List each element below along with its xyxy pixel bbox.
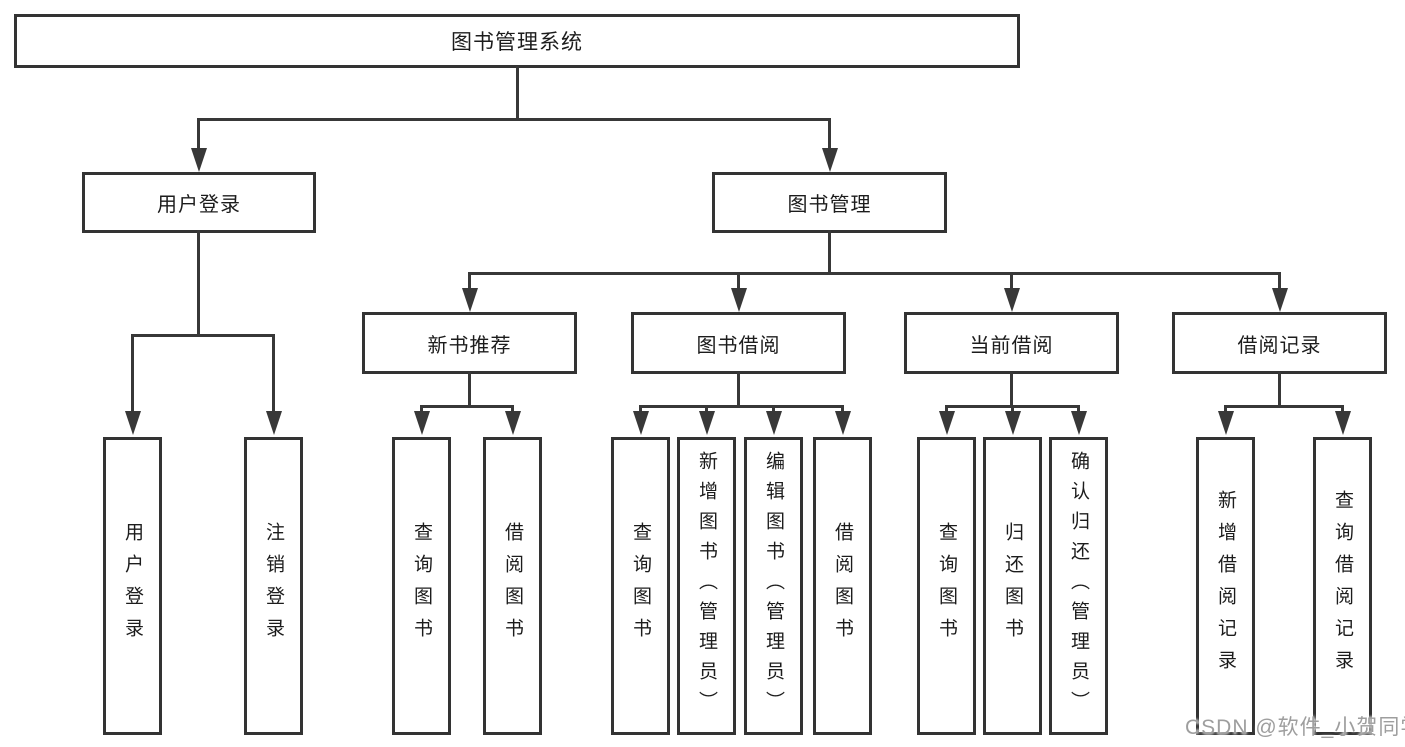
node-label: 借阅图书 xyxy=(502,522,523,650)
node-borrow-records: 借阅记录 xyxy=(1172,312,1387,374)
node-label: 当前借阅 xyxy=(969,334,1054,357)
arrow-down-icon xyxy=(414,411,430,435)
node-label: 编辑图书（管理员） xyxy=(763,451,784,721)
node-book-management-branch: 图书管理 xyxy=(712,172,947,233)
node-label: 用户登录 xyxy=(157,194,241,216)
arrow-down-icon xyxy=(1335,411,1351,435)
arrow-down-icon xyxy=(1005,411,1021,435)
connector-line xyxy=(737,372,740,408)
connector-line xyxy=(1278,372,1281,408)
node-add-books-admin: 新增图书（管理员） xyxy=(677,437,736,735)
node-root-system: 图书管理系统 xyxy=(14,14,1020,68)
connector-line xyxy=(197,118,831,121)
connector-line xyxy=(516,66,519,120)
node-label: 借阅图书 xyxy=(832,522,853,650)
node-label: 确认归还（管理员） xyxy=(1068,451,1089,721)
node-label: 用户登录 xyxy=(122,522,143,650)
arrow-down-icon xyxy=(1004,288,1020,312)
node-label: 查询图书 xyxy=(411,522,432,650)
connector-line xyxy=(737,272,740,292)
arrow-down-icon xyxy=(822,148,838,172)
node-label: 查询借阅记录 xyxy=(1332,490,1353,682)
node-label: 归还图书 xyxy=(1002,522,1023,650)
node-query-borrow-record: 查询借阅记录 xyxy=(1313,437,1372,735)
node-logout-login: 注销登录 xyxy=(244,437,303,735)
connector-line xyxy=(828,230,831,275)
node-edit-books-admin: 编辑图书（管理员） xyxy=(744,437,803,735)
node-confirm-return-admin: 确认归还（管理员） xyxy=(1049,437,1108,735)
connector-line xyxy=(197,118,200,152)
connector-line xyxy=(1224,405,1343,408)
node-label: 图书管理系统 xyxy=(451,31,583,54)
arrow-down-icon xyxy=(1071,411,1087,435)
csdn-watermark: CSDN @软件_小贺同学 xyxy=(1185,716,1405,739)
arrow-down-icon xyxy=(766,411,782,435)
node-user-login: 用户登录 xyxy=(103,437,162,735)
node-query-books-recommend: 查询图书 xyxy=(392,437,451,735)
connector-line xyxy=(468,272,1281,275)
node-borrow-books-recommend: 借阅图书 xyxy=(483,437,542,735)
connector-line xyxy=(197,230,200,337)
node-label: 注销登录 xyxy=(263,522,284,650)
arrow-down-icon xyxy=(266,411,282,435)
node-borrow-books: 借阅图书 xyxy=(813,437,872,735)
node-label: 图书借阅 xyxy=(696,334,781,357)
node-label: 新增图书（管理员） xyxy=(696,451,717,721)
arrow-down-icon xyxy=(939,411,955,435)
connector-line xyxy=(131,334,275,337)
connector-line xyxy=(1010,272,1013,292)
node-label: 图书管理 xyxy=(787,194,872,216)
node-label: 新增借阅记录 xyxy=(1215,490,1236,682)
node-new-book-recommend: 新书推荐 xyxy=(362,312,577,374)
arrow-down-icon xyxy=(1272,288,1288,312)
node-label: 借阅记录 xyxy=(1237,334,1322,357)
connector-line xyxy=(1278,272,1281,292)
node-user-login-branch: 用户登录 xyxy=(82,172,316,233)
node-current-borrow: 当前借阅 xyxy=(904,312,1119,374)
node-label: 查询图书 xyxy=(630,522,651,650)
arrow-down-icon xyxy=(731,288,747,312)
arrow-down-icon xyxy=(1218,411,1234,435)
connector-line xyxy=(272,334,275,414)
connector-line xyxy=(131,334,134,414)
connector-line xyxy=(828,118,831,152)
arrow-down-icon xyxy=(699,411,715,435)
node-add-borrow-record: 新增借阅记录 xyxy=(1196,437,1255,735)
connector-line xyxy=(639,405,843,408)
connector-line xyxy=(468,272,471,292)
connector-line xyxy=(420,405,514,408)
connector-line xyxy=(468,372,471,408)
node-book-borrow: 图书借阅 xyxy=(631,312,846,374)
node-return-books: 归还图书 xyxy=(983,437,1042,735)
connector-line xyxy=(1010,372,1013,408)
arrow-down-icon xyxy=(835,411,851,435)
arrow-down-icon xyxy=(191,148,207,172)
node-label: 查询图书 xyxy=(936,522,957,650)
arrow-down-icon xyxy=(505,411,521,435)
node-query-books-borrow: 查询图书 xyxy=(611,437,670,735)
node-query-books-current: 查询图书 xyxy=(917,437,976,735)
arrow-down-icon xyxy=(462,288,478,312)
arrow-down-icon xyxy=(633,411,649,435)
arrow-down-icon xyxy=(125,411,141,435)
node-label: 新书推荐 xyxy=(427,334,512,357)
